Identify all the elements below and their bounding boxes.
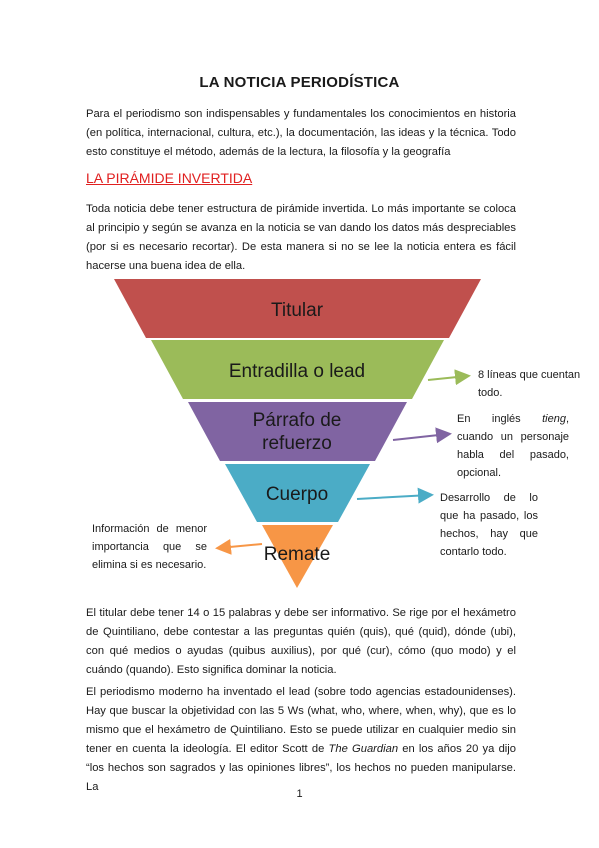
pyramid-label-lead: Entradilla o lead bbox=[229, 361, 365, 382]
note-refuerzo-text-1: En inglés bbox=[457, 413, 543, 425]
pyramid-level-remate bbox=[262, 525, 333, 588]
lead-paragraph-italic: The Guardian bbox=[328, 743, 399, 755]
pyramid-intro-paragraph: Toda noticia debe tener estructura de pi… bbox=[86, 203, 516, 272]
note-refuerzo: En inglés tieng, cuando un personaje hab… bbox=[457, 410, 569, 482]
section-heading: LA PIRÁMIDE INVERTIDA bbox=[86, 170, 253, 186]
lead-paragraph-text-2: en los años 20 ya dijo “los hechos son s… bbox=[86, 743, 516, 793]
note-refuerzo-text-2: , cuando un personaje habla del pasado, … bbox=[457, 413, 569, 479]
pyramid-label-refuerzo-2: refuerzo bbox=[262, 433, 332, 454]
note-remate: Información de menor importancia que se … bbox=[92, 523, 207, 571]
pyramid-label-refuerzo-1: Párrafo de bbox=[253, 410, 342, 431]
pyramid-label-titular: Titular bbox=[271, 300, 324, 321]
pyramid-level-cuerpo bbox=[225, 464, 370, 522]
arrow-refuerzo-note bbox=[392, 427, 452, 444]
pyramid-level-refuerzo bbox=[188, 402, 407, 461]
lead-paragraph-text-1: El periodismo moderno ha inventado el le… bbox=[86, 686, 516, 755]
titular-paragraph: El titular debe tener 14 o 15 palabras y… bbox=[86, 607, 516, 676]
note-cuerpo: Desarrollo de lo que ha pasado, los hech… bbox=[440, 492, 538, 558]
note-lead: 8 líneas que cuentan todo. bbox=[478, 369, 581, 399]
lead-paragraph: El periodismo moderno ha inventado el le… bbox=[86, 683, 516, 797]
arrow-lead-note bbox=[427, 369, 471, 386]
page-title: LA NOTICIA PERIODÍSTICA bbox=[199, 74, 400, 91]
note-refuerzo-italic: tieng bbox=[542, 413, 566, 425]
pyramid-label-cuerpo: Cuerpo bbox=[266, 484, 328, 505]
pyramid-level-titular bbox=[114, 279, 481, 338]
pyramid-label-remate: Remate bbox=[264, 544, 331, 565]
arrow-cuerpo-note bbox=[356, 487, 434, 504]
inverted-pyramid-diagram: Titular Entradilla o lead Párrafo de ref… bbox=[114, 279, 481, 588]
pyramid-level-lead bbox=[151, 340, 444, 399]
intro-paragraph: Para el periodismo son indispensables y … bbox=[86, 108, 516, 158]
arrow-remate-note bbox=[215, 538, 263, 555]
page-number: 1 bbox=[296, 788, 303, 800]
